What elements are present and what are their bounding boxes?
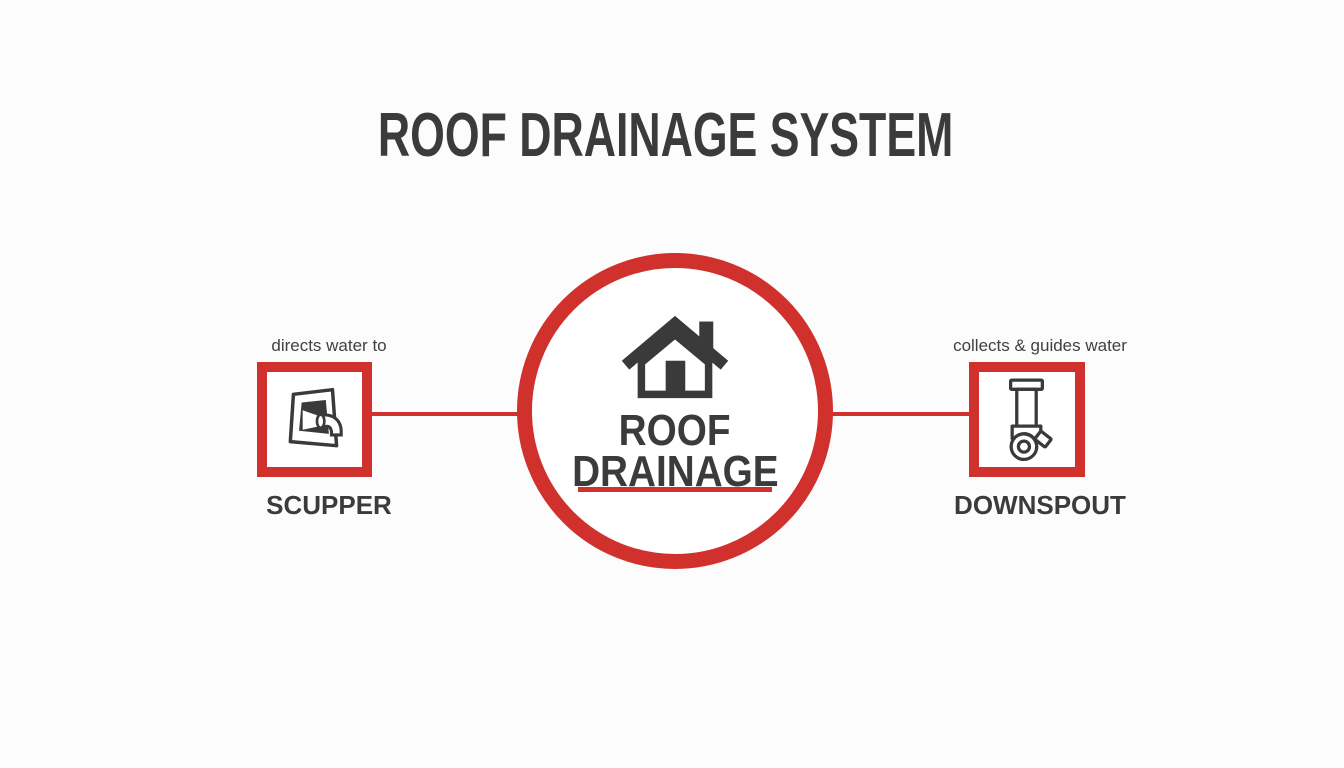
connector-line-right xyxy=(832,412,970,416)
downspout-caption: collects & guides water xyxy=(953,336,1127,355)
downspout-icon xyxy=(990,376,1064,464)
house-icon xyxy=(619,314,731,400)
circle-label-line1-wrap: ROOF xyxy=(3,409,1344,453)
downspout-label: DOWNSPOUT xyxy=(954,490,1126,520)
page-title: ROOF DRAINAGE SYSTEM xyxy=(0,100,1338,171)
scupper-icon xyxy=(278,383,352,457)
connector-line-left xyxy=(371,412,519,416)
scupper-caption: directs water to xyxy=(271,336,387,355)
scupper-node xyxy=(257,362,372,477)
page-title-text: ROOF DRAINAGE SYSTEM xyxy=(378,101,954,170)
circle-label-line2: DRAINAGE xyxy=(571,447,779,496)
downspout-node xyxy=(969,362,1085,477)
circle-label-underline xyxy=(578,487,772,492)
scupper-label: SCUPPER xyxy=(266,490,392,520)
circle-label-line1: ROOF xyxy=(619,406,731,455)
circle-label-line2-wrap: DRAINAGE xyxy=(3,450,1344,494)
